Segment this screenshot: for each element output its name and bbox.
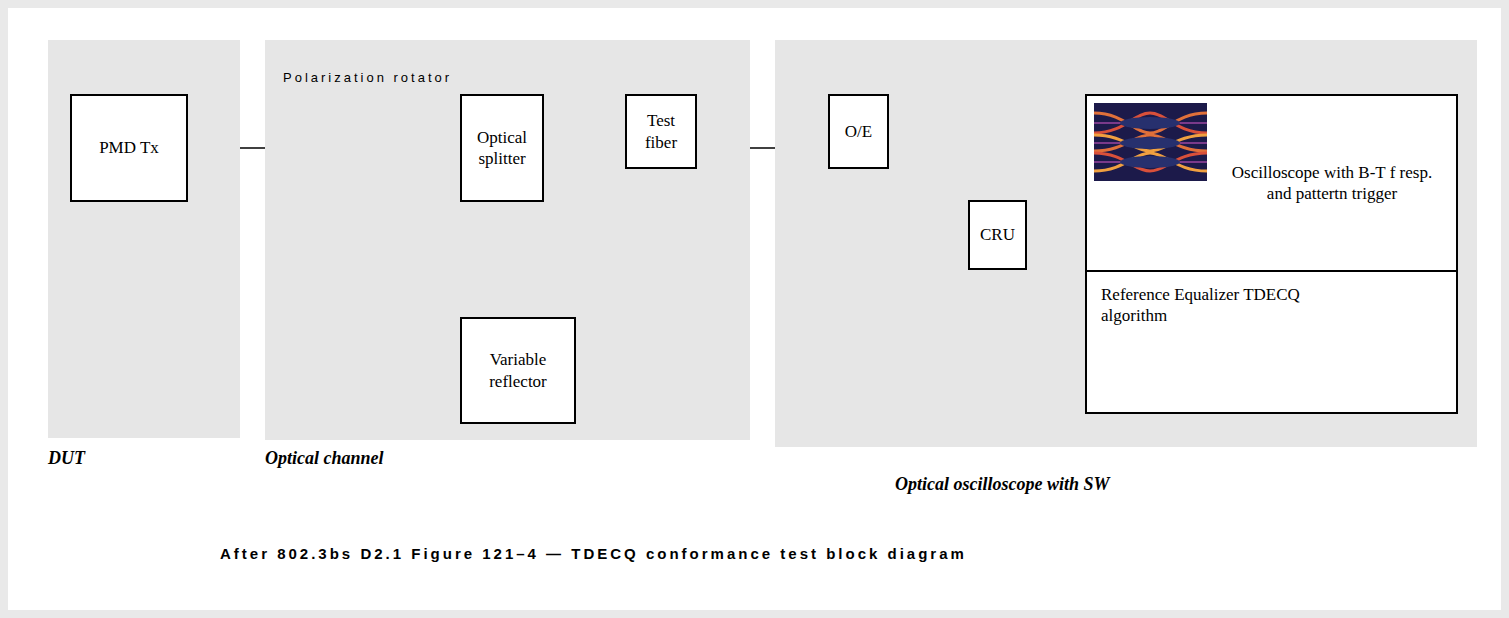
part-label: Polarization rotator [283, 70, 452, 85]
process-box: Reference Equalizer TDECQ algorithm [1085, 270, 1458, 414]
group-heading: DUT [48, 448, 85, 469]
process-box: Optical splitter [460, 94, 544, 202]
box-label: Oscilloscope with B-T f resp. and patter… [1225, 162, 1440, 205]
box-label: Reference Equalizer TDECQ algorithm [1101, 284, 1331, 327]
box-label: Test fiber [631, 110, 691, 153]
box-label: O/E [845, 121, 872, 142]
process-box: Variable reflector [460, 317, 576, 424]
group-panel: Optical channelOptical splitterTest fibe… [265, 40, 750, 440]
process-box: CRU [968, 200, 1027, 270]
process-box: O/E [828, 94, 889, 169]
eye-diagram-icon [1094, 103, 1207, 181]
box-label: PMD Tx [99, 137, 159, 158]
process-box: Test fiber [625, 94, 697, 169]
box-label: CRU [980, 224, 1015, 245]
group-heading: Optical channel [265, 448, 384, 469]
process-box: PMD Tx [70, 94, 188, 202]
group-panel: Optical oscilloscope with SWO/ECRUOscill… [775, 40, 1477, 447]
process-box: Oscilloscope with B-T f resp. and patter… [1085, 94, 1458, 272]
figure-caption: After 802.3bs D2.1 Figure 121–4 — TDECQ … [220, 545, 967, 562]
group-heading: Optical oscilloscope with SW [895, 474, 1110, 495]
group-panel: DUTPMD Tx [48, 40, 240, 438]
box-label: Variable reflector [466, 349, 570, 392]
box-label: Optical splitter [466, 127, 538, 170]
